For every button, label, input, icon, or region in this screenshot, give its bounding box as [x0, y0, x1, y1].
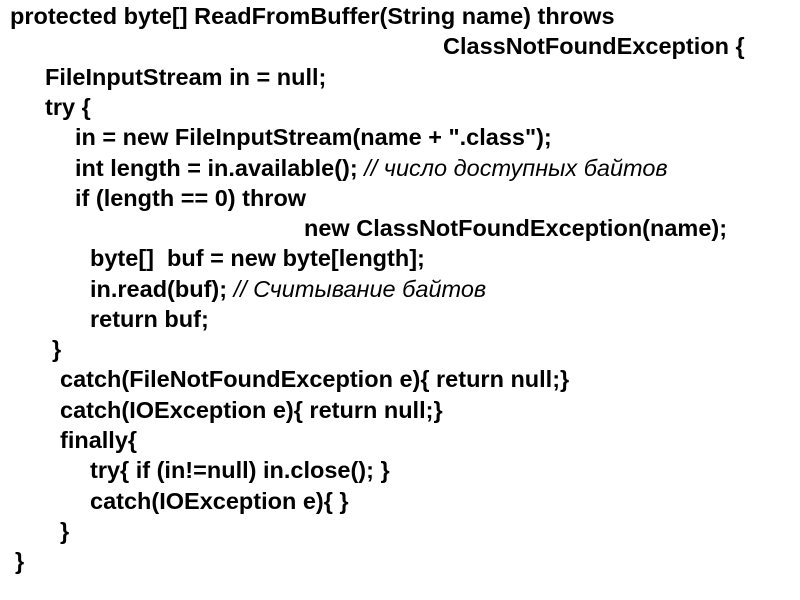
- code-text: try {: [45, 94, 91, 120]
- code-line: new ClassNotFoundException(name);: [304, 214, 727, 242]
- code-text: FileInputStream in = null;: [45, 64, 327, 90]
- code-text: catch(IOException e){ }: [90, 488, 349, 514]
- code-line: finally{: [60, 426, 137, 454]
- code-text: byte[] buf = new byte[length];: [90, 245, 425, 271]
- code-line: catch(IOException e){ }: [90, 487, 349, 515]
- code-line: FileInputStream in = null;: [45, 63, 326, 91]
- code-text: in.read(buf);: [90, 276, 234, 302]
- code-line: return buf;: [90, 305, 209, 333]
- code-line: try{ if (in!=null) in.close(); }: [90, 456, 390, 484]
- code-text: }: [60, 518, 70, 544]
- code-line: }: [60, 517, 69, 545]
- code-comment: // число доступных байтов: [364, 155, 668, 181]
- code-line: }: [52, 335, 61, 363]
- code-line: in = new FileInputStream(name + ".class"…: [75, 123, 552, 151]
- code-text: in = new FileInputStream(name + ".class"…: [75, 124, 552, 150]
- code-text: return buf;: [90, 306, 209, 332]
- code-line: protected byte[] ReadFromBuffer(String n…: [10, 2, 615, 30]
- code-text: if (length == 0) throw: [75, 185, 307, 211]
- code-text: int length = in.available();: [75, 155, 365, 181]
- code-line: byte[] buf = new byte[length];: [90, 244, 425, 272]
- code-line: if (length == 0) throw: [75, 184, 306, 212]
- code-line: try {: [45, 93, 91, 121]
- code-line: in.read(buf); // Считывание байтов: [90, 275, 486, 303]
- code-line: catch(FileNotFoundException e){ return n…: [60, 365, 569, 393]
- code-line: catch(IOException e){ return null;}: [60, 396, 443, 424]
- code-line: ClassNotFoundException {: [443, 32, 745, 60]
- code-comment: // Считывание байтов: [233, 276, 487, 302]
- code-line: }: [15, 547, 24, 575]
- code-text: }: [15, 548, 25, 574]
- code-text: catch(IOException e){ return null;}: [60, 397, 443, 423]
- code-text: catch(FileNotFoundException e){ return n…: [60, 366, 570, 392]
- code-text: }: [52, 336, 62, 362]
- code-text: try{ if (in!=null) in.close(); }: [90, 457, 390, 483]
- code-text: finally{: [60, 427, 138, 453]
- code-text: protected byte[] ReadFromBuffer(String n…: [10, 3, 615, 29]
- code-text: new ClassNotFoundException(name);: [304, 215, 728, 241]
- code-text: ClassNotFoundException {: [443, 33, 745, 59]
- code-line: int length = in.available(); // число до…: [75, 154, 668, 182]
